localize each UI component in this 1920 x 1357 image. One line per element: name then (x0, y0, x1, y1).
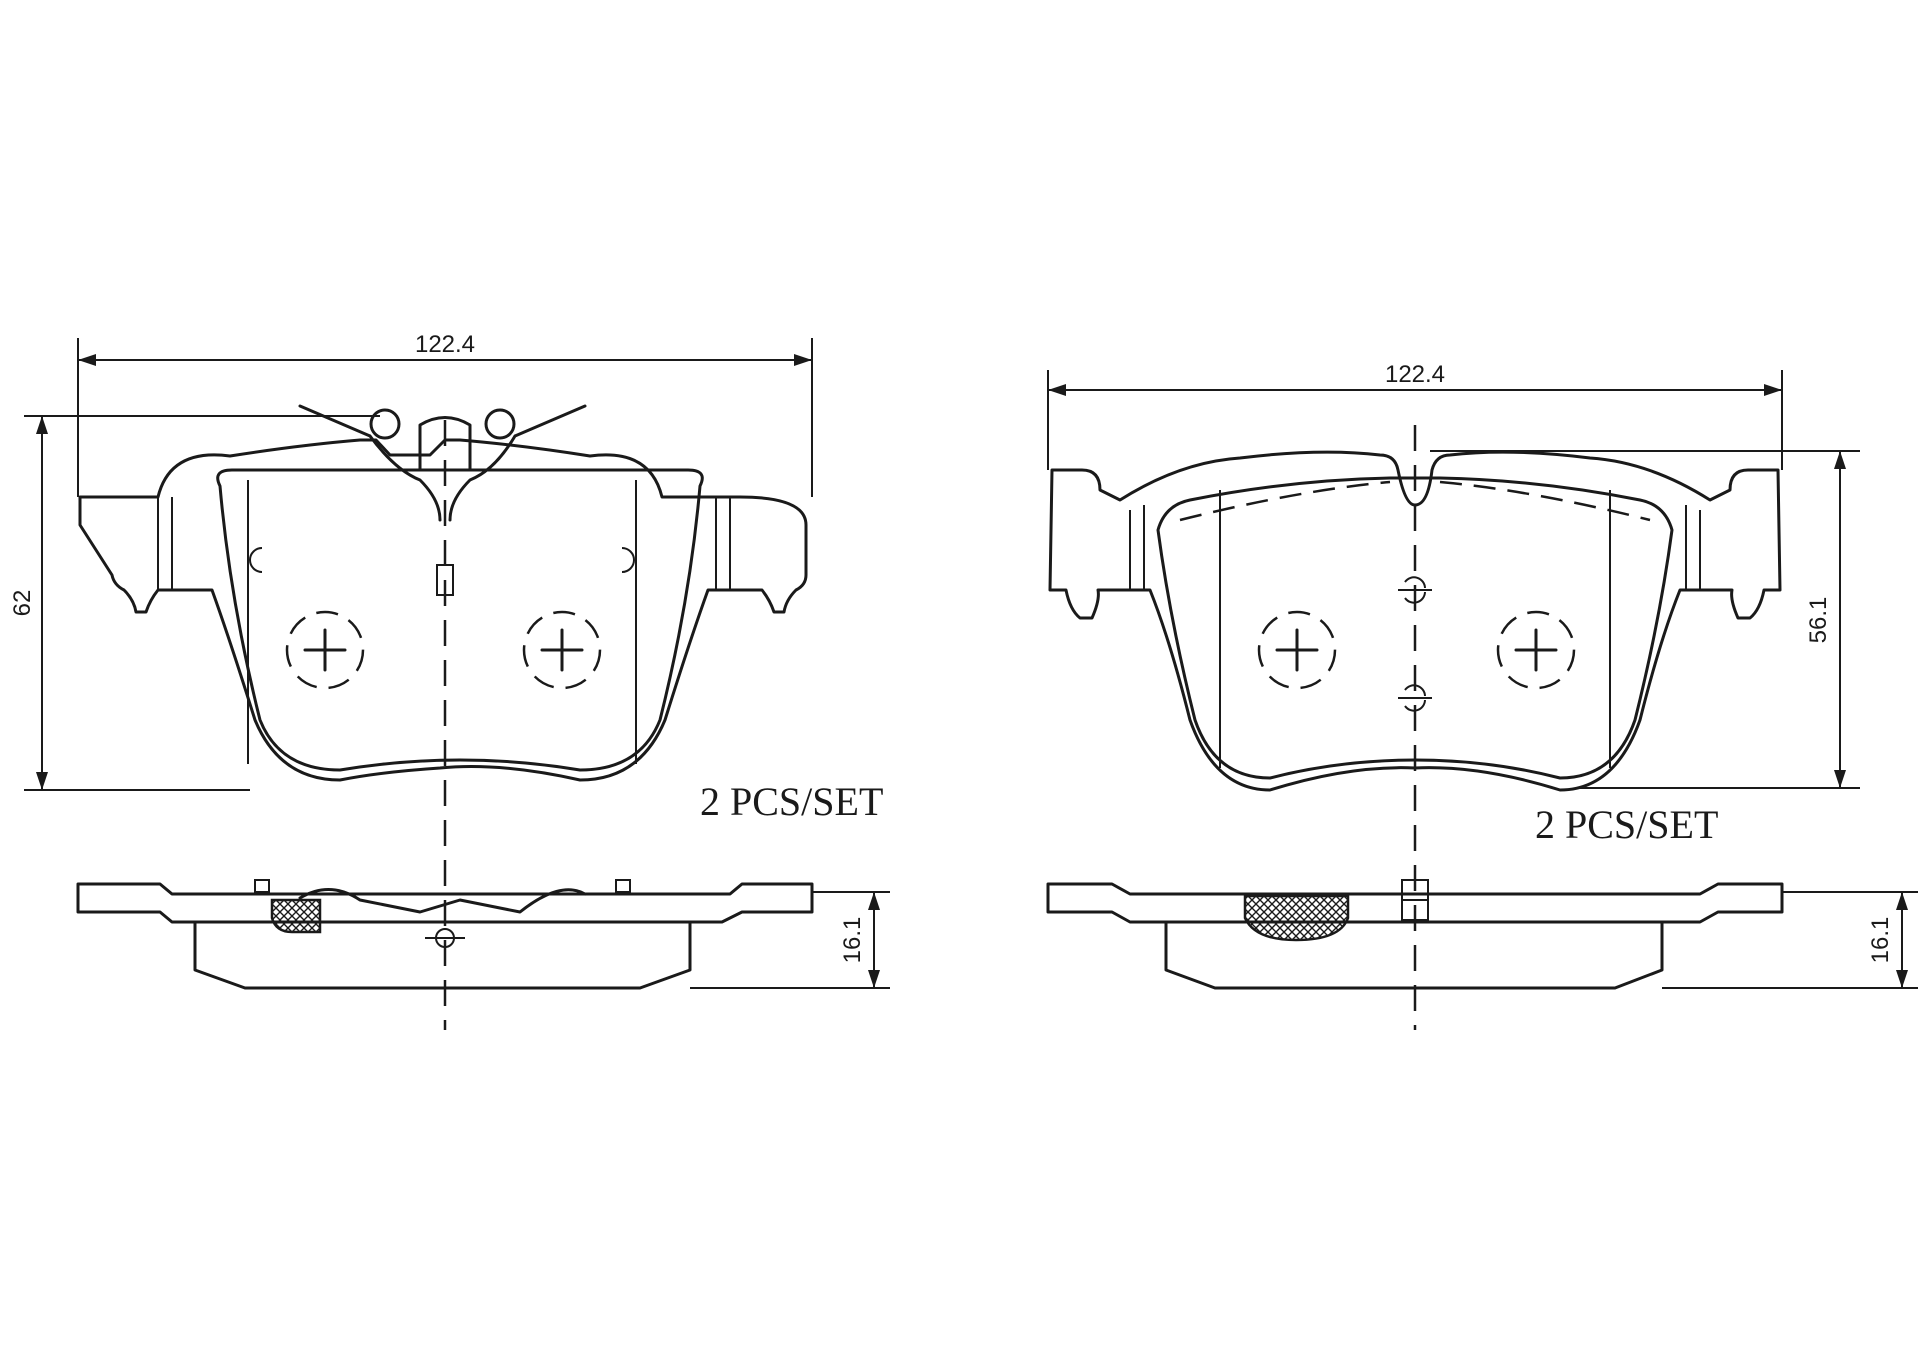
left-clip-arc-r (621, 547, 635, 573)
right-thickness-dim: 16.1 (1867, 917, 1894, 964)
left-side-shim (270, 898, 322, 934)
right-friction-pad (1156, 476, 1674, 780)
right-side-backing (1046, 882, 1784, 924)
left-thickness-dim: 16.1 (839, 917, 866, 964)
right-backing-plate (1048, 450, 1782, 792)
left-clip-arc-l (249, 547, 263, 573)
right-quantity-label: 2 PCS/SET (1535, 802, 1718, 847)
left-width-dim: 122.4 (415, 331, 475, 358)
left-side-backing (76, 882, 814, 924)
left-pad-dimensions: 122.4 62 16.1 (9, 331, 890, 989)
right-pad-front-view (1048, 425, 1782, 1030)
left-quantity-label: 2 PCS/SET (700, 779, 883, 824)
right-pad-dashed-arc (1179, 480, 1651, 522)
left-side-friction (193, 920, 692, 990)
left-pad-front-view (78, 404, 808, 1030)
left-backing-plate (78, 438, 808, 782)
left-pad-side-view (76, 879, 814, 990)
right-height-dim: 56.1 (1805, 597, 1832, 644)
right-piston-circle-l (1257, 610, 1337, 690)
left-piston-circle-l (285, 610, 365, 690)
right-width-dim: 122.4 (1385, 361, 1445, 388)
right-side-shim (1243, 894, 1350, 942)
left-side-clip (298, 888, 587, 914)
left-height-dim: 62 (9, 590, 36, 617)
right-side-friction (1164, 920, 1664, 990)
right-pad-side-view (1046, 879, 1784, 990)
left-friction-pad (216, 468, 704, 772)
left-piston-circle-r (522, 610, 602, 690)
right-pad-dimensions: 122.4 56.1 16.1 (1047, 361, 1918, 989)
left-spring-clip (298, 404, 587, 522)
right-piston-circle-r (1496, 610, 1576, 690)
